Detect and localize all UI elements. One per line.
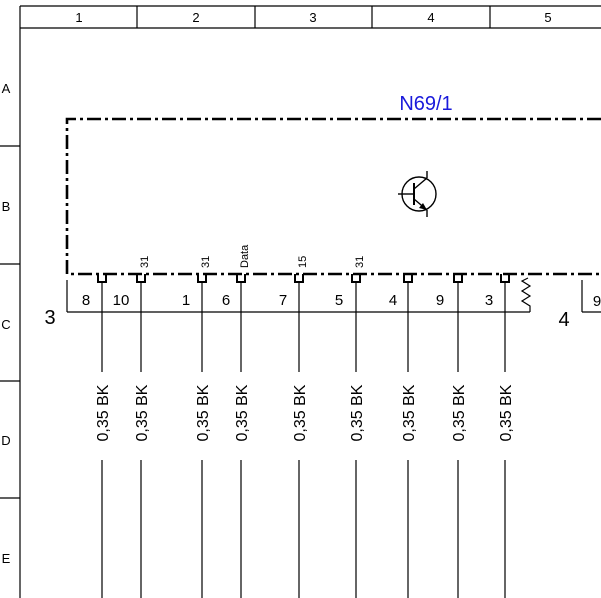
row-label-a: A [2,81,11,96]
column-label-1: 1 [75,10,82,25]
column-label-3: 3 [309,10,316,25]
pin-number: 1 [182,292,190,309]
connector-4-housing [581,280,601,313]
pin-number: 5 [335,292,343,309]
pin-6: 6 Data 0,35 BK [222,244,251,598]
column-label-4: 4 [427,10,434,25]
connector-3-label: 3 [44,307,55,329]
wire-label: 0,35 BK [451,384,468,441]
wire-label: 0,35 BK [134,384,151,441]
pin-number: 10 [113,292,130,309]
transistor-icon [398,171,437,217]
pin-number: 7 [279,292,287,309]
wire-label: 0,35 BK [95,384,112,441]
pin-terminal-label: 31 [139,256,151,268]
row-label-c: C [1,317,10,332]
column-label-2: 2 [192,10,199,25]
frame: 1 2 3 4 5 A B C D E [0,5,601,598]
ground-squiggle-icon [520,277,532,312]
row-label-e: E [2,551,11,566]
connector-4-pin-label: 9 [593,293,601,310]
pin-3: 3 0,35 BK [485,274,515,598]
pins-layer: 8 0,35 BK 10 31 0,35 BK 1 31 0,35 BK 6 Data 0,35 B… [82,244,515,598]
pin-number: 8 [82,292,90,309]
pin-9: 9 0,35 BK [436,274,468,598]
connector-4-label: 4 [558,309,569,331]
pin-10: 10 31 0,35 BK [113,256,151,598]
wire-label: 0,35 BK [195,384,212,441]
pin-terminal-label: 31 [200,256,212,268]
component-label: N69/1 [399,93,452,115]
pin-number: 9 [436,292,444,309]
pin-terminal-label: 31 [354,256,366,268]
pin-7: 7 15 0,35 BK [279,256,309,598]
pin-8: 8 0,35 BK [82,274,112,598]
row-label-b: B [2,199,11,214]
pin-number: 4 [389,292,397,309]
row-label-d: D [1,433,10,448]
wire-label: 0,35 BK [234,384,251,441]
column-label-5: 5 [544,10,551,25]
wire-label: 0,35 BK [292,384,309,441]
wire-label: 0,35 BK [349,384,366,441]
pin-terminal-label: Data [239,244,251,268]
pin-1: 1 31 0,35 BK [182,256,212,598]
wire-label: 0,35 BK [498,384,515,441]
wire-label: 0,35 BK [401,384,418,441]
pin-number: 3 [485,292,493,309]
pin-number: 6 [222,292,230,309]
pin-terminal-label: 15 [297,256,309,268]
pin-4: 4 0,35 BK [389,274,418,598]
component-boundary [65,117,601,276]
pin-5: 5 31 0,35 BK [335,256,366,598]
